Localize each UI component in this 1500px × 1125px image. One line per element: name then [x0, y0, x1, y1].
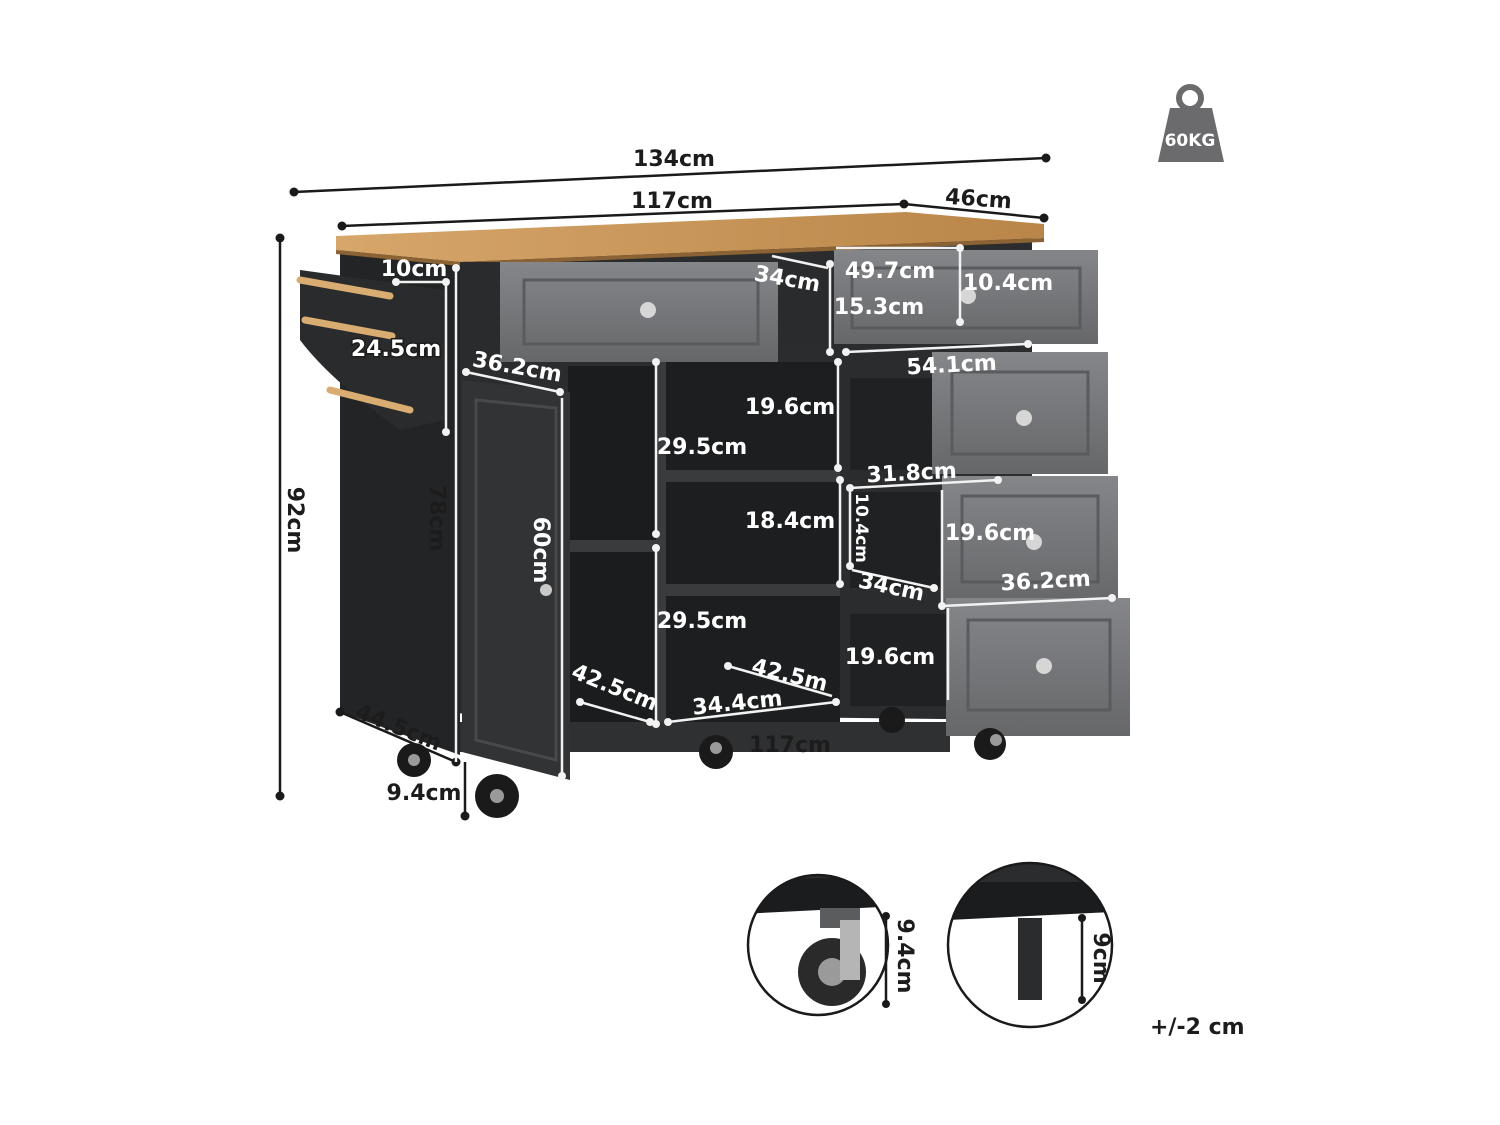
top-drawer-width-label: 49.7cm — [845, 259, 935, 284]
overall-width-label: 134cm — [633, 147, 715, 172]
shelf-board-left — [568, 540, 656, 552]
shelf-lower-height-label: 29.5cm — [657, 435, 747, 460]
height-label: 92cm — [282, 487, 307, 554]
top-drawer-height-label: 15.3cm — [834, 295, 924, 320]
bottom-width-label: 117cm — [749, 733, 831, 758]
right-drawer-drawer-width-label: 36.2cm — [1000, 567, 1091, 597]
right-drawer-inner-height-label: 10.4cm — [851, 493, 871, 563]
right-drawer-2-knob — [1026, 534, 1042, 550]
right-drawer-3-knob — [1036, 658, 1052, 674]
top-drawer-right-inset — [850, 266, 1082, 330]
top-drawer-left-inset — [522, 278, 760, 346]
kitchen-cart-illustration — [296, 212, 1130, 818]
weight-label: 60KG — [1165, 131, 1216, 151]
tolerance-label: +/-2 cm — [1150, 1015, 1245, 1040]
top-drawer-left-front — [500, 262, 778, 362]
right-drawer-2-inset — [960, 494, 1100, 584]
countertop — [336, 212, 1044, 262]
top-drawer-inner-height-label: 10.4cm — [963, 271, 1053, 296]
towel-rack — [296, 270, 445, 430]
outer-dimension-lines — [275, 153, 1051, 821]
rack-width-label: 10cm — [381, 257, 448, 282]
right-drawer-3-inset — [966, 618, 1112, 712]
caster-detail: 9.4cm — [746, 873, 917, 1017]
top-drawer-left-knob — [640, 302, 656, 318]
body-height-label: 78cm — [424, 485, 449, 552]
leg-detail-height-label: 9cm — [1088, 932, 1113, 983]
shelf-middle-left-height-label: 29.5cm — [657, 609, 747, 634]
cabinet-door — [462, 380, 570, 780]
right-drawer-height-a-label: 19.6cm — [945, 521, 1035, 546]
weight-icon: 60KG — [1158, 84, 1224, 162]
door-height-label: 60cm — [528, 517, 553, 584]
shelf-interior-left — [568, 366, 656, 742]
shelf-board-1 — [664, 470, 840, 482]
caster-detail-height-label: 9.4cm — [892, 919, 917, 994]
depth-label: 46cm — [944, 185, 1012, 215]
shelf-middle-height-label: 18.4cm — [745, 509, 835, 534]
right-drawer-width-label: 54.1cm — [906, 351, 997, 381]
door-knob — [540, 584, 552, 596]
right-drawer-1-knob — [1016, 410, 1032, 426]
top-drawer-right-knob — [960, 288, 976, 304]
shelf-interior-center — [664, 362, 840, 728]
right-drawer-3-box — [850, 614, 954, 706]
rack-height-label: 24.5cm — [351, 337, 441, 362]
inner-dimension-lines — [392, 244, 1116, 780]
right-drawer-depth-label: 31.8cm — [866, 459, 957, 489]
shelf-upper-height-label: 19.6cm — [745, 395, 835, 420]
right-drawer-height-b-label: 19.6cm — [845, 645, 935, 670]
right-drawer-1-box — [850, 378, 940, 470]
top-drawer-right — [780, 262, 836, 342]
shelf-divider — [656, 360, 666, 732]
shelf-board-2 — [664, 584, 840, 596]
body-width-label: 117cm — [631, 189, 713, 214]
cabinet-door-panel — [474, 398, 558, 762]
leg-detail: 9cm — [946, 861, 1114, 1029]
right-drawer-1-inset — [950, 370, 1090, 456]
caster-wheels — [397, 707, 1006, 818]
caster-height-label: 9.4cm — [387, 781, 462, 806]
